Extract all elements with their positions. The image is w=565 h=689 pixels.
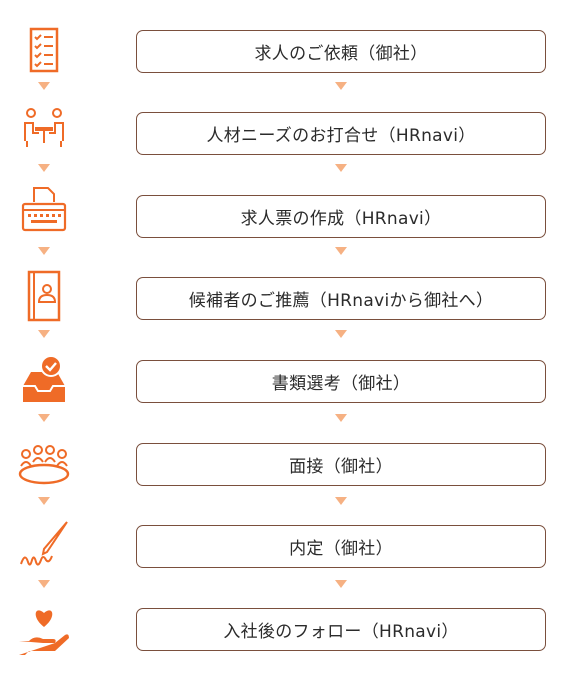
flow-arrow	[335, 330, 347, 338]
step-box-post-hire-follow: 入社後のフォロー（HRnavi）	[136, 608, 546, 651]
step-label: 求人票の作成（HRnavi）	[240, 209, 442, 229]
profile-book-icon	[8, 270, 80, 324]
step-label: 面接（御社）	[289, 457, 393, 477]
flow-arrow	[38, 330, 50, 338]
step-label: 内定（御社）	[289, 539, 393, 559]
flow-arrow	[38, 247, 50, 255]
step-label: 人材ニーズのお打合せ（HRnavi）	[206, 126, 476, 146]
flow-arrow	[38, 82, 50, 90]
flow-arrow	[38, 414, 50, 422]
flow-arrow	[335, 164, 347, 172]
step-box-candidate-recommendation: 候補者のご推薦（HRnaviから御社へ）	[136, 277, 546, 320]
flow-arrow	[335, 247, 347, 255]
flow-arrow	[38, 580, 50, 588]
heart-hand-icon	[8, 603, 80, 657]
step-label: 書類選考（御社）	[271, 374, 411, 394]
step-label: 入社後のフォロー（HRnavi）	[223, 622, 459, 642]
flow-arrow	[335, 580, 347, 588]
pen-signature-icon	[8, 518, 80, 572]
flow-arrow	[335, 414, 347, 422]
flow-arrow	[38, 164, 50, 172]
typewriter-icon	[8, 184, 80, 238]
step-box-request: 求人のご依頼（御社）	[136, 30, 546, 73]
step-box-needs-meeting: 人材ニーズのお打合せ（HRnavi）	[136, 112, 546, 155]
step-box-interview: 面接（御社）	[136, 443, 546, 486]
step-label: 候補者のご推薦（HRnaviから御社へ）	[188, 291, 494, 311]
step-box-job-offer: 内定（御社）	[136, 525, 546, 568]
round-table-icon	[8, 436, 80, 490]
meeting-icon	[8, 101, 80, 155]
step-label: 求人のご依頼（御社）	[254, 44, 428, 64]
inbox-check-icon	[8, 352, 80, 406]
flow-arrow	[335, 82, 347, 90]
flow-arrow	[335, 497, 347, 505]
checklist-icon	[8, 25, 80, 79]
step-box-job-posting: 求人票の作成（HRnavi）	[136, 195, 546, 238]
flow-arrow	[38, 497, 50, 505]
step-box-document-screening: 書類選考（御社）	[136, 360, 546, 403]
